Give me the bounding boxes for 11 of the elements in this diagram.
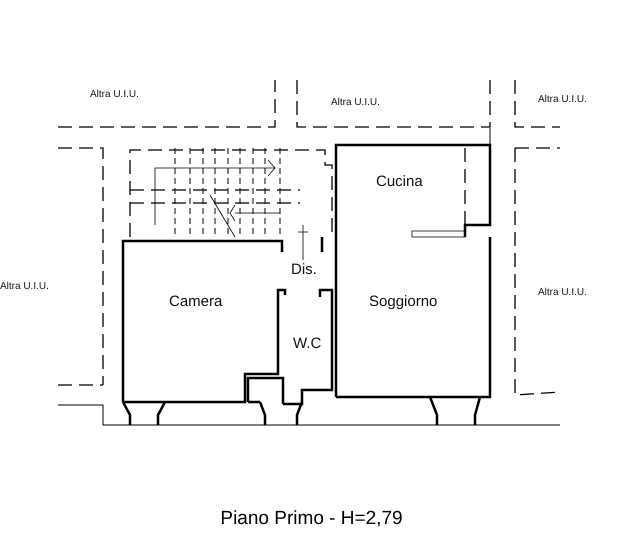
room-label: Soggiorno	[369, 293, 438, 310]
room-label: Dis.	[291, 261, 317, 278]
unit-label: Altra U.I.U.	[331, 97, 380, 108]
unit-label: Altra U.I.U.	[90, 89, 139, 100]
unit-label: Altra U.I.U.	[0, 281, 49, 292]
unit-label: Altra U.I.U.	[538, 287, 587, 298]
room-label: Camera	[169, 293, 222, 310]
unit-label: Altra U.I.U.	[538, 94, 587, 105]
plan-caption: Piano Primo - H=2,79	[219, 508, 404, 530]
room-label: Cucina	[376, 173, 423, 190]
room-label: W.C	[293, 335, 322, 352]
